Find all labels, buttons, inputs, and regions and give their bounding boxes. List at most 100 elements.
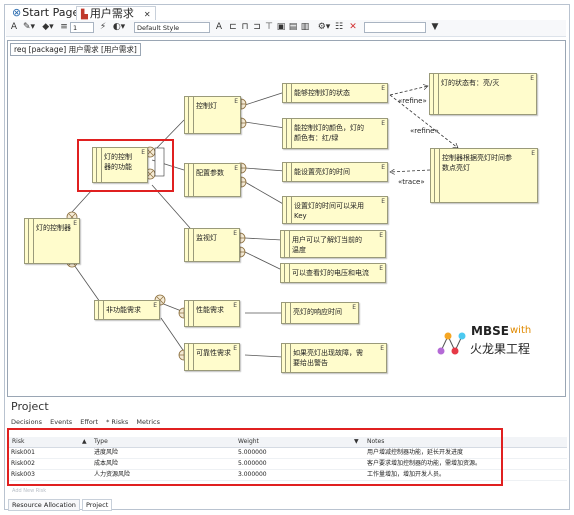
node-config-params-text: 配置参数	[196, 169, 224, 177]
layout-icon[interactable]: ⚙▾	[317, 22, 331, 32]
align-left-icon[interactable]: ⊏	[229, 22, 237, 32]
tab-risks[interactable]: * Risks	[106, 418, 129, 426]
node-monitor-light-text: 监视灯	[196, 234, 217, 242]
text-style-icon[interactable]: A	[215, 22, 223, 32]
cell-weight: 3.000000	[238, 471, 267, 478]
same-size-icon[interactable]: ▣	[276, 22, 286, 32]
delete-icon[interactable]: ✕	[349, 22, 357, 32]
cell-type: 人力资源风险	[94, 471, 131, 478]
column-notes[interactable]: Notes	[367, 438, 385, 445]
node-light-controller-text: 灯的控制器	[36, 224, 71, 232]
properties-icon[interactable]: ☷	[334, 22, 344, 32]
logo-mbse: MBSE	[471, 324, 509, 338]
refine-link-1	[389, 86, 428, 96]
appearance-icon[interactable]: ◐▾	[112, 22, 126, 32]
table-row[interactable]: Risk001 进度风险 5.000000 用户增减控制器功能，延长开发进度	[7, 448, 567, 459]
connector-control-state	[244, 91, 286, 106]
theme-icon[interactable]: ⚡	[99, 22, 107, 32]
align-top-icon[interactable]: ⊤	[265, 22, 273, 32]
tab-metrics[interactable]: Metrics	[136, 418, 160, 426]
tab-decisions[interactable]: Decisions	[11, 418, 43, 426]
align-right-icon[interactable]: ⊐	[253, 22, 261, 32]
same-height-icon[interactable]: ▥	[300, 22, 310, 32]
refine-label-2: «refine»	[410, 127, 439, 135]
node-user-temp-text: 用户可以了解灯当前的 温度	[292, 236, 362, 254]
node-response-time-text: 亮灯的响应时间	[293, 308, 342, 316]
grid-highlight	[7, 428, 503, 486]
logo-subtitle: 火龙果工程	[470, 342, 531, 356]
refine-link-2	[389, 94, 458, 148]
logo-graphic	[437, 332, 466, 355]
quick-link-handle	[154, 147, 165, 177]
filter-icon[interactable]: ▼	[431, 22, 439, 32]
connector-config-key	[244, 181, 286, 206]
line-width-icon[interactable]: ≡	[60, 22, 68, 32]
line-width-field[interactable]: 1	[70, 22, 94, 33]
home-icon: ⊗	[12, 6, 22, 19]
connector-monitor-temp	[244, 237, 283, 241]
column-weight[interactable]: Weight	[238, 438, 259, 445]
node-nonfunctional-text: 非功能需求	[106, 306, 141, 314]
diagram-icon: ▙	[81, 10, 88, 20]
connector-config-time	[244, 167, 286, 172]
add-new-risk-row[interactable]: Add New Risk	[12, 488, 47, 494]
tab-effort[interactable]: Effort	[80, 418, 99, 426]
refine-label-1: «refine»	[398, 97, 427, 105]
toolbar-search-input[interactable]	[364, 22, 426, 33]
style-select[interactable]: Default Style	[134, 22, 210, 33]
node-control-light-text: 控制灯	[196, 102, 217, 110]
tab-user-requirements-label: 用户需求	[89, 7, 134, 20]
connector-function-monitor	[151, 184, 191, 229]
cell-risk: Risk003	[11, 471, 35, 478]
tab-events[interactable]: Events	[50, 418, 73, 426]
column-risk[interactable]: Risk	[12, 438, 25, 445]
cell-risk: Risk001	[11, 449, 35, 456]
risks-grid: Risk ▲ Type Weight ▼ Notes Risk001 进度风险 …	[7, 427, 569, 489]
column-type[interactable]: Type	[94, 438, 108, 445]
tab-project[interactable]: Project	[82, 499, 113, 511]
fill-color-icon[interactable]: ◆▾	[42, 22, 54, 32]
node-fault-alarm-text: 如果亮灯出现故障，需 要给出警告	[293, 349, 363, 367]
tab-start-page[interactable]: ⊗Start Page	[8, 6, 83, 20]
tab-user-requirements[interactable]: ▙用户需求 ✕	[76, 6, 156, 21]
trace-label: «trace»	[398, 178, 425, 186]
trace-link	[390, 170, 431, 172]
connector-control-color	[244, 121, 286, 129]
table-row[interactable]: Risk003 人力资源风险 3.000000 工作量增加，增加开发人员。	[7, 470, 567, 481]
connector-monitor-voltage	[244, 251, 283, 271]
same-width-icon[interactable]: ▤	[288, 22, 298, 32]
sort-asc-icon[interactable]: ▲	[82, 438, 87, 445]
cell-notes: 工作量增加，增加开发人员。	[367, 471, 446, 478]
logo-with: with	[510, 325, 532, 336]
font-color-icon[interactable]: ✎▾	[22, 22, 36, 32]
font-size-icon[interactable]: A	[10, 22, 18, 32]
tab-resource-allocation-label: Resource Allocation	[12, 501, 76, 509]
column-dropdown-icon[interactable]: ▼	[354, 438, 359, 445]
node-light-function-text: 灯的控制 器的功能	[104, 153, 132, 171]
table-row[interactable]: Risk002 成本风险 5.000000 客户要求增加控制器的功能，需增加资源…	[7, 459, 567, 470]
grid-header: Risk ▲ Type Weight ▼ Notes	[7, 437, 567, 448]
connector-reliability-alarm	[244, 354, 284, 358]
close-icon[interactable]: ✕	[143, 10, 151, 19]
tab-project-label: Project	[86, 501, 109, 509]
tab-resource-allocation[interactable]: Resource Allocation	[8, 499, 80, 511]
align-center-icon[interactable]: ⊓	[241, 22, 249, 32]
